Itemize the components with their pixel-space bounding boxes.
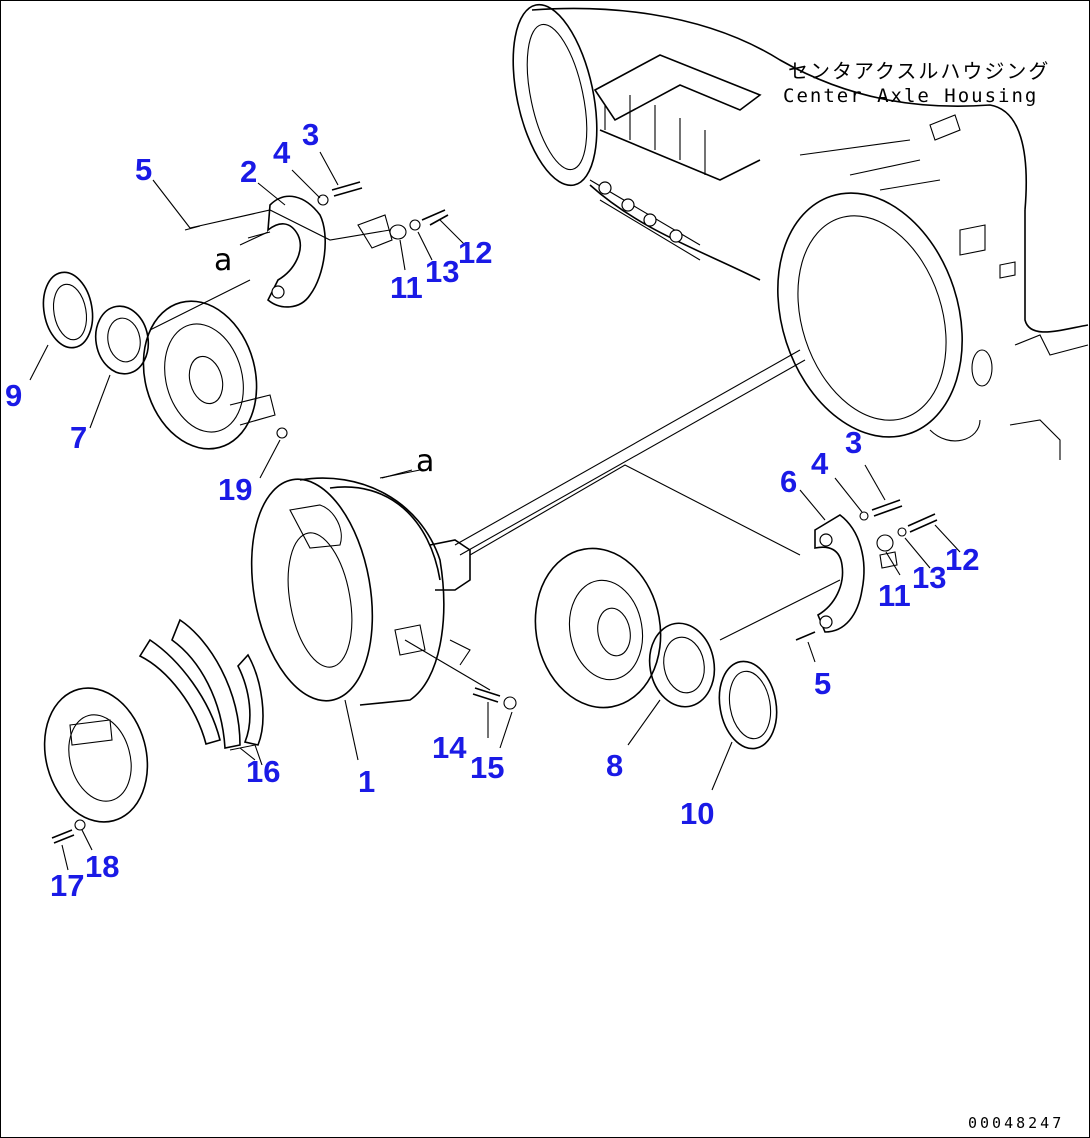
- callout-8: 8: [606, 748, 623, 783]
- callout-13-lower: 13: [912, 560, 946, 595]
- callout-5-lower: 5: [814, 666, 831, 701]
- housing-label-japanese: センタアクスルハウジング: [788, 59, 1050, 83]
- callout-18: 18: [85, 849, 119, 884]
- callout-9: 9: [5, 378, 22, 413]
- center-axle-housing: [512, 3, 1089, 460]
- left-seal-bearing-hub: [42, 271, 288, 450]
- callout-12-lower: 12: [945, 542, 979, 577]
- ref-a-arrow-lower: [381, 469, 413, 479]
- callout-5-upper: 5: [135, 152, 152, 187]
- callout-3-upper: 3: [302, 117, 319, 152]
- drawing-number: 00048247: [968, 1114, 1064, 1132]
- callout-4-lower: 4: [811, 446, 829, 481]
- callout-2: 2: [240, 154, 257, 189]
- callout-1: 1: [358, 764, 375, 799]
- callout-10: 10: [680, 796, 714, 831]
- callout-11-lower: 11: [878, 578, 911, 613]
- callout-11-upper: 11: [390, 270, 423, 305]
- callout-19: 19: [218, 472, 252, 507]
- leader-lines: [29, 151, 961, 871]
- lower-bearing-cap-group: [719, 499, 938, 641]
- reference-a-upper: a: [214, 243, 232, 278]
- bolts-14-15: [404, 639, 517, 710]
- callout-13-upper: 13: [425, 254, 459, 289]
- ref-a-arrow-upper: [247, 231, 271, 239]
- differential-carrier: [250, 349, 806, 706]
- callout-16: 16: [246, 754, 280, 789]
- upper-bearing-cap-group: [184, 181, 449, 308]
- reference-a-lower: a: [416, 444, 434, 479]
- callout-7: 7: [70, 420, 87, 455]
- callout-4-upper: 4: [273, 135, 291, 170]
- callout-6: 6: [780, 464, 797, 499]
- callout-12-upper: 12: [458, 235, 492, 270]
- housing-label-english: Center Axle Housing: [783, 85, 1038, 107]
- callout-15: 15: [470, 750, 504, 785]
- callout-17: 17: [50, 868, 84, 903]
- callout-14: 14: [432, 730, 467, 765]
- right-hub-bearing-seal: [534, 547, 778, 750]
- shims-and-cover: [43, 618, 264, 844]
- callout-3-lower: 3: [845, 425, 862, 460]
